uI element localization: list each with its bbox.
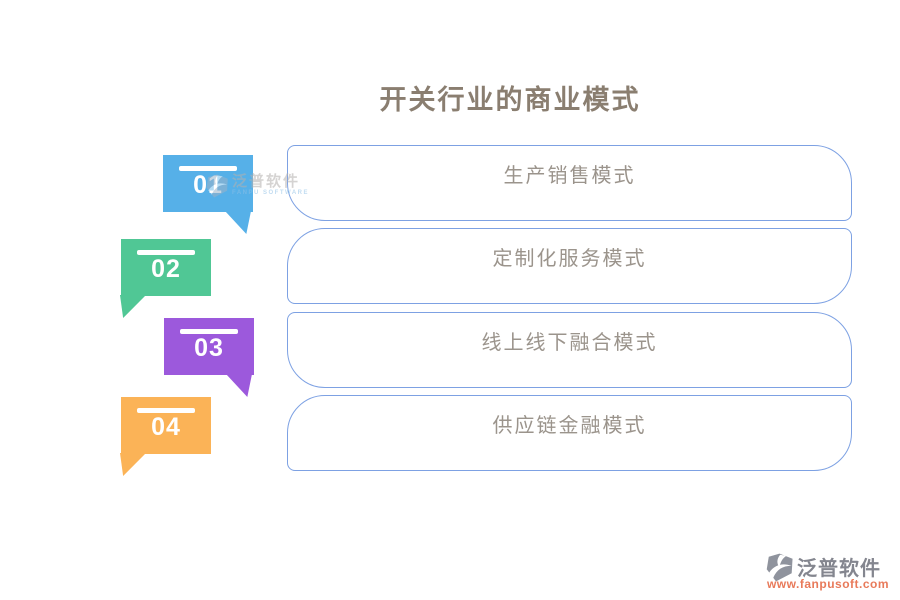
badge-accent-bar <box>179 166 237 171</box>
badge-tail <box>120 453 146 476</box>
model-label-3: 线上线下融合模式 <box>481 332 658 354</box>
model-label-2: 定制化服务模式 <box>492 248 647 270</box>
badge-number: 03 <box>194 334 224 362</box>
model-box-2: 定制化服务模式 <box>287 228 852 304</box>
step-badge-03: 03 <box>164 318 254 397</box>
badge-number: 04 <box>151 413 181 441</box>
footer-url: www.fanpusoft.com <box>766 577 890 591</box>
badge-number: 01 <box>193 171 223 199</box>
model-label-1: 生产销售模式 <box>503 165 636 187</box>
step-badge-02: 02 <box>120 239 211 318</box>
model-label-4: 供应链金融模式 <box>492 415 647 437</box>
model-box-1: 生产销售模式 <box>287 145 852 221</box>
step-badge-01: 01 <box>163 155 253 234</box>
fanpu-logo-icon <box>766 553 793 582</box>
step-badge-04: 04 <box>120 397 211 476</box>
badge-tail <box>225 211 251 234</box>
badge-accent-bar <box>180 329 238 334</box>
badge-tail <box>120 295 146 318</box>
badge-number: 02 <box>151 255 181 283</box>
badge-accent-bar <box>137 250 195 255</box>
footer-brand: 泛普软件 <box>797 558 881 580</box>
model-box-3: 线上线下融合模式 <box>287 312 852 388</box>
model-box-4: 供应链金融模式 <box>287 395 852 471</box>
badge-accent-bar <box>137 408 195 413</box>
page-title: 开关行业的商业模式 <box>379 85 641 115</box>
badge-tail <box>226 374 252 397</box>
